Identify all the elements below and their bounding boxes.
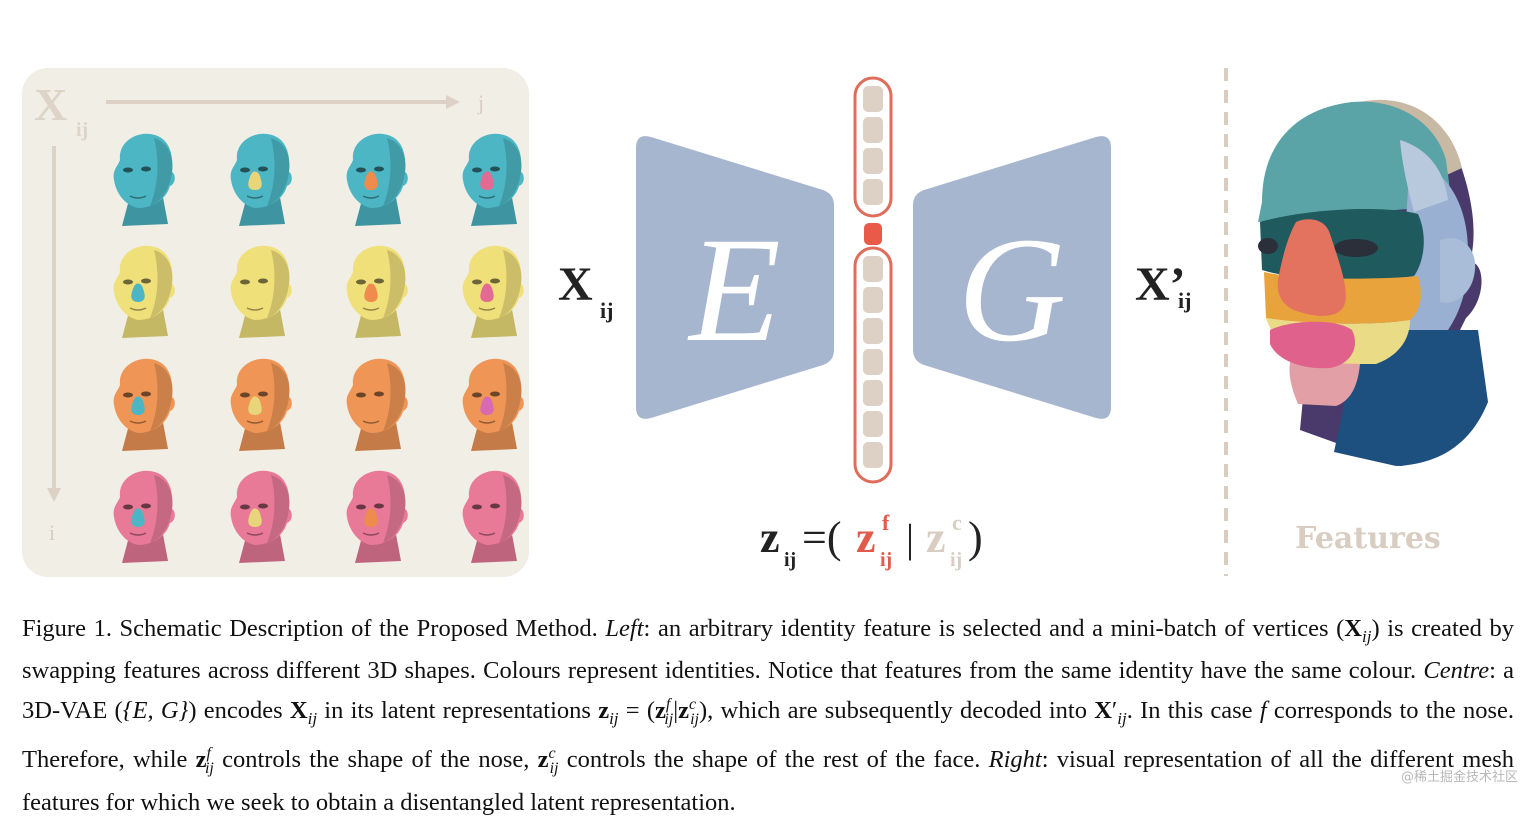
- latent-cell: [863, 442, 883, 468]
- caption-centre-label: Centre: [1423, 656, 1490, 684]
- svg-text:f: f: [882, 510, 890, 535]
- figure-caption: Figure 1. Schematic Description of the P…: [22, 615, 1515, 816]
- latent-cell: [863, 318, 883, 344]
- latent-formula: z ij =( z f ij | z c ij ): [760, 510, 983, 571]
- face-mesh-1-0: [113, 245, 175, 338]
- svg-text:z: z: [760, 513, 780, 562]
- svg-text:c: c: [952, 510, 962, 535]
- features-label: Features: [1295, 521, 1441, 556]
- svg-text:|: |: [906, 516, 914, 561]
- encoder-block: [636, 136, 834, 419]
- feature-temple: [1400, 140, 1448, 212]
- face-mesh-3-2: [346, 470, 408, 563]
- caption-right-label: Right: [988, 746, 1042, 774]
- face-mesh-2-2: [346, 358, 408, 451]
- figure-graphics: X ij j i X ij E G X’ ij z ij =( z f ij |…: [34, 68, 1488, 576]
- svg-text:ij: ij: [880, 549, 892, 571]
- column-axis-label: j: [477, 90, 484, 115]
- face-mesh-1-1: [230, 245, 292, 338]
- latent-cell: [863, 411, 883, 437]
- face-mesh-2-0: [113, 358, 175, 451]
- latent-cell: [863, 349, 883, 375]
- svg-text:z: z: [856, 513, 876, 562]
- decoder-letter: G: [958, 207, 1066, 373]
- feature-mouth: [1270, 321, 1356, 369]
- caption-text: Figure 1. Schematic Description of the P…: [22, 615, 598, 642]
- face-mesh-1-3: [462, 245, 524, 338]
- feature-head: [1258, 99, 1488, 466]
- latent-cell: [863, 287, 883, 313]
- caption-left-label: Left: [605, 615, 644, 642]
- face-mesh-2-3: [462, 358, 524, 451]
- latent-cell: [863, 148, 883, 174]
- eye-socket-left: [1258, 238, 1278, 254]
- svg-text:ij: ij: [950, 549, 962, 571]
- encoder-letter: E: [687, 207, 781, 373]
- row-axis-label: i: [49, 520, 55, 545]
- feature-forehead: [1258, 101, 1452, 222]
- face-grid: [113, 133, 524, 563]
- latent-cell: [863, 86, 883, 112]
- output-subscript: ij: [1178, 288, 1191, 313]
- latent-context-vector: [853, 246, 893, 484]
- face-mesh-0-0: [113, 133, 175, 226]
- face-mesh-2-1: [230, 358, 292, 451]
- face-mesh-3-1: [230, 470, 292, 563]
- feature-nose: [1277, 219, 1346, 316]
- feature-ear: [1440, 238, 1476, 303]
- latent-highlight-cell: [864, 223, 882, 245]
- latent-cell: [863, 179, 883, 205]
- latent-cell: [863, 380, 883, 406]
- face-mesh-1-2: [346, 245, 408, 338]
- latent-cell: [863, 256, 883, 282]
- face-mesh-0-1: [230, 133, 292, 226]
- svg-text:=(: =(: [802, 513, 841, 562]
- matrix-symbol: X: [34, 79, 67, 130]
- svg-text:z: z: [926, 513, 946, 562]
- eye-socket-right: [1334, 239, 1378, 257]
- matrix-subscript: ij: [76, 119, 88, 141]
- watermark: @稀土掘金技术社区: [1400, 770, 1518, 785]
- feature-chin: [1289, 362, 1360, 406]
- svg-text:): ): [968, 513, 983, 562]
- face-mesh-0-2: [346, 133, 408, 226]
- face-mesh-0-3: [462, 133, 524, 226]
- output-symbol: X’: [1135, 258, 1186, 311]
- face-mesh-3-0: [113, 470, 175, 563]
- latent-feature-vector: [853, 76, 893, 218]
- decoder-block: [913, 136, 1111, 419]
- input-subscript: ij: [600, 298, 613, 323]
- latent-cells: [863, 86, 883, 468]
- svg-text:ij: ij: [784, 549, 796, 571]
- face-mesh-3-3: [462, 470, 524, 563]
- input-symbol: X: [558, 258, 593, 311]
- latent-cell: [863, 117, 883, 143]
